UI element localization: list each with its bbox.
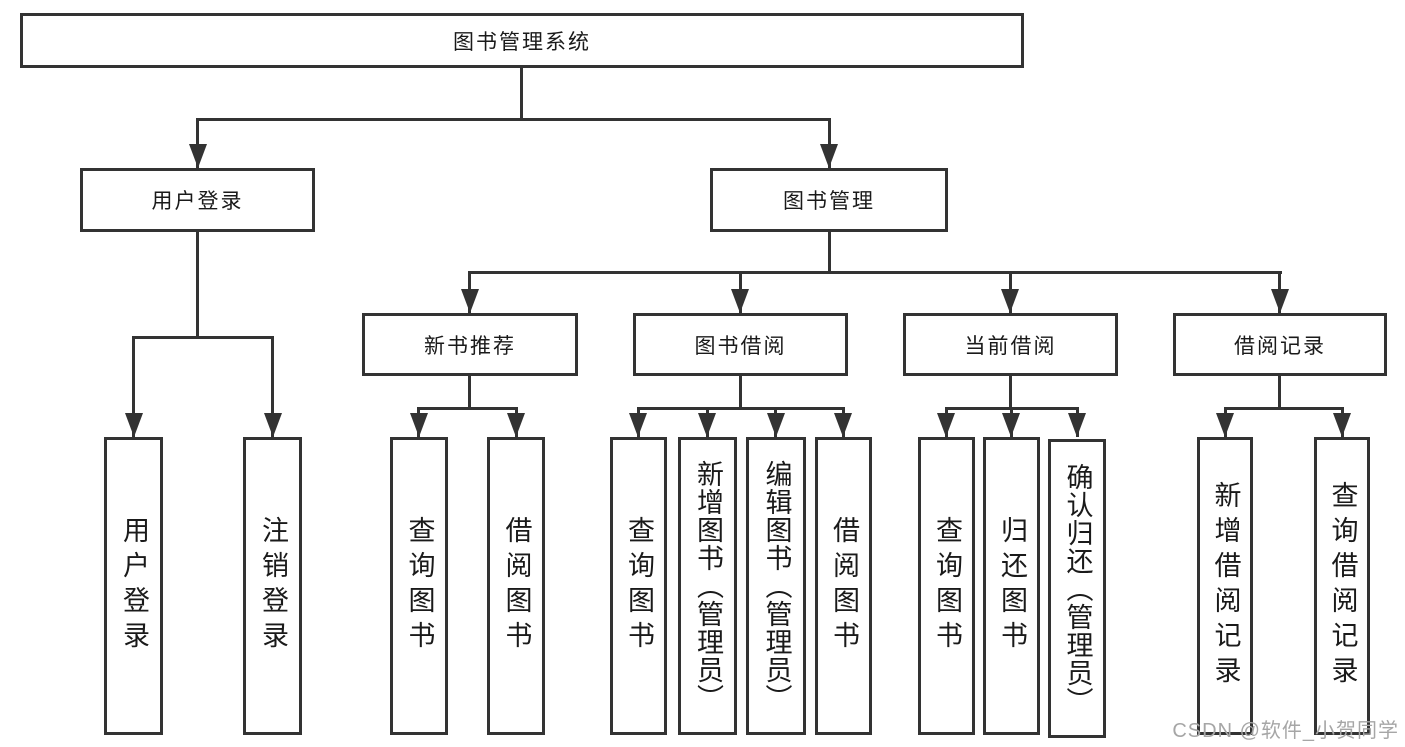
arrow-down-icon [1216,413,1234,437]
arrow-down-icon [264,413,282,437]
connector-line [196,232,199,338]
leaf-query-books-recommend: 查询图书 [390,437,448,735]
connector-line [468,376,471,409]
connector-line [197,118,831,121]
node-borrowing-records: 借阅记录 [1173,313,1387,376]
connector-line [196,118,199,168]
connector-line [1224,407,1344,410]
leaf-user-login: 用户登录 [104,437,163,735]
arrow-down-icon [834,413,852,437]
leaf-label: 注销登录 [258,516,288,656]
arrow-down-icon [1001,289,1019,313]
arrow-down-icon [1271,289,1289,313]
connector-line [828,118,831,168]
leaf-label: 查询图书 [624,516,654,656]
arrow-down-icon [507,413,525,437]
leaf-query-books-borrowing: 查询图书 [610,437,667,735]
leaf-query-borrow-record: 查询借阅记录 [1314,437,1370,735]
leaf-label: 查询图书 [932,516,962,656]
leaf-borrow-books-recommend: 借阅图书 [487,437,545,735]
leaf-label: 确认归还（管理员） [1062,462,1093,715]
leaf-label: 编辑图书（管理员） [761,460,792,712]
arrow-down-icon [410,413,428,437]
arrow-down-icon [461,289,479,313]
leaf-add-book-admin: 新增图书（管理员） [678,437,737,735]
node-label: 新书推荐 [424,334,516,358]
node-current-borrowing: 当前借阅 [903,313,1118,376]
arrow-down-icon [1333,413,1351,437]
leaf-borrow-books-borrowing: 借阅图书 [815,437,872,735]
leaf-label: 新增图书（管理员） [693,460,723,712]
leaf-label: 归还图书 [997,516,1027,656]
node-label: 当前借阅 [964,334,1057,358]
connector-line [739,376,742,409]
arrow-down-icon [125,413,143,437]
leaf-return-books: 归还图书 [983,437,1040,735]
node-label: 借阅记录 [1234,334,1326,358]
leaf-query-books-current: 查询图书 [918,437,975,735]
connector-line [1278,376,1281,409]
arrow-down-icon [1068,413,1086,437]
leaf-label: 新增借阅记录 [1210,481,1241,691]
leaf-label: 查询图书 [404,516,435,656]
connector-line [468,271,1282,274]
node-new-book-recommendation: 新书推荐 [362,313,578,376]
leaf-label: 查询借阅记录 [1327,481,1358,691]
arrow-down-icon [698,413,716,437]
node-user-login: 用户登录 [80,168,315,232]
node-book-borrowing: 图书借阅 [633,313,848,376]
node-label: 用户登录 [151,190,244,213]
leaf-label: 借阅图书 [501,516,532,656]
arrow-down-icon [189,144,207,168]
leaf-add-borrow-record: 新增借阅记录 [1197,437,1253,735]
node-book-management: 图书管理 [710,168,948,232]
connector-line [132,336,274,339]
connector-line [418,407,518,410]
leaf-confirm-return-admin: 确认归还（管理员） [1048,439,1106,738]
connector-line [271,336,274,437]
connector-line [520,68,523,119]
watermark: CSDN @软件_小贺同学 [1172,720,1399,742]
connector-line [1009,376,1012,409]
arrow-down-icon [731,289,749,313]
leaf-logout: 注销登录 [243,437,302,735]
arrow-down-icon [1002,413,1020,437]
arrow-down-icon [820,144,838,168]
node-library-system: 图书管理系统 [20,13,1024,68]
connector-line [132,336,135,437]
arrow-down-icon [629,413,647,437]
connector-line [828,232,831,273]
node-label: 图书管理 [783,190,875,213]
node-label: 图书借阅 [694,334,787,358]
leaf-edit-book-admin: 编辑图书（管理员） [746,437,806,735]
leaf-label: 借阅图书 [829,516,859,656]
connector-line [637,407,845,410]
leaf-label: 用户登录 [119,516,149,656]
arrow-down-icon [937,413,955,437]
node-label: 图书管理系统 [453,30,591,54]
arrow-down-icon [767,413,785,437]
